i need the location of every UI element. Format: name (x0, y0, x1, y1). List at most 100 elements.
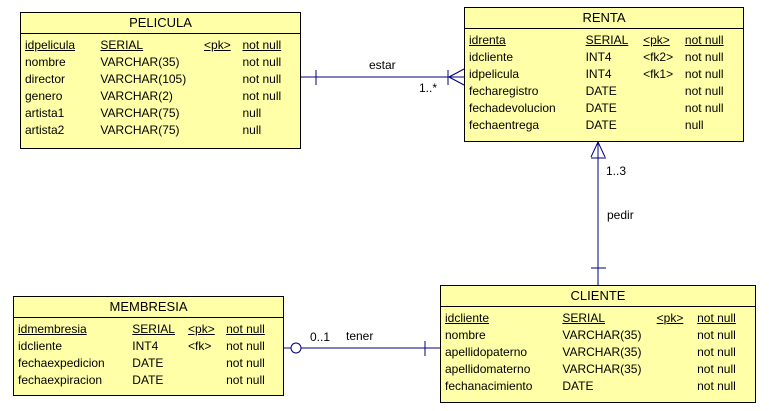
column-type: SERIAL (562, 311, 606, 325)
column-type: DATE (585, 101, 617, 115)
column-name: idcliente (445, 311, 490, 325)
column-row: artista2 VARCHAR(75) null (25, 122, 300, 139)
column-type: INT4 (585, 50, 612, 64)
column-key (643, 83, 685, 100)
column-nullability: not null (697, 311, 736, 325)
column-type: DATE (585, 84, 617, 98)
column-type: VARCHAR(35) (562, 345, 642, 359)
column-nullability: not null (684, 50, 724, 64)
entity-title: MEMBRESIA (14, 297, 283, 318)
column-row: idmembresia SERIAL <pk> not null (18, 321, 283, 338)
relationship-label-tener: tener (346, 329, 374, 343)
column-key (657, 361, 697, 378)
column-type: VARCHAR(35) (562, 328, 642, 342)
column-name: fechaexpiracion (18, 373, 103, 387)
column-type: VARCHAR(35) (562, 362, 642, 376)
column-name: apellidomaterno (445, 362, 531, 376)
column-type: SERIAL (132, 322, 175, 336)
entity-title: PELICULA (21, 13, 300, 34)
column-key (657, 344, 697, 361)
column-key (204, 88, 242, 105)
column-name: artista1 (25, 106, 65, 120)
column-name: fecharegistro (469, 84, 539, 98)
column-type: VARCHAR(2) (100, 89, 173, 103)
column-nullability: not null (242, 55, 282, 69)
column-row: idcliente INT4 <fk2> not null (469, 49, 743, 66)
column-type: VARCHAR(75) (100, 123, 180, 137)
cardinality-tener: 0..1 (310, 330, 331, 344)
column-key (204, 71, 242, 88)
column-type: DATE (585, 118, 617, 132)
cardinality-pedir: 1..3 (606, 164, 627, 178)
column-key (643, 117, 685, 134)
column-name: nombre (445, 328, 486, 342)
column-nullability: not null (242, 72, 282, 86)
column-nullability: not null (684, 101, 724, 115)
column-name: idmembresia (18, 322, 87, 336)
entity-title: CLIENTE (441, 286, 755, 307)
column-name: idcliente (469, 50, 514, 64)
column-name: fechaentrega (469, 118, 540, 132)
column-name: genero (25, 89, 63, 103)
column-key: <fk2> (643, 50, 674, 64)
column-key (188, 372, 226, 389)
column-nullability: not null (226, 322, 265, 336)
column-nullability: not null (226, 339, 265, 353)
column-key: <fk1> (643, 67, 674, 81)
column-nullability: null (242, 123, 262, 137)
column-nullability: not null (697, 379, 736, 393)
column-key: <pk> (204, 38, 231, 52)
column-name: idrenta (469, 33, 506, 47)
column-name: artista2 (25, 123, 65, 137)
column-type: VARCHAR(35) (100, 55, 180, 69)
column-type: DATE (132, 373, 164, 387)
column-type: SERIAL (100, 38, 144, 52)
column-key: <pk> (188, 322, 215, 336)
column-key (188, 355, 226, 372)
column-type: INT4 (132, 339, 159, 353)
column-nullability: null (684, 118, 704, 132)
column-nullability: not null (226, 356, 265, 370)
column-key (657, 327, 697, 344)
column-nullability: not null (684, 33, 724, 47)
relationship-label-estar: estar (369, 58, 396, 72)
column-name: fechanacimiento (445, 379, 533, 393)
column-name: idpelicula (469, 67, 520, 81)
entity-title: RENTA (465, 8, 743, 29)
column-name: apellidopaterno (445, 345, 528, 359)
column-nullability: not null (697, 362, 736, 376)
column-row: fechaentrega DATE null (469, 117, 743, 134)
column-key (204, 105, 242, 122)
column-type: DATE (562, 379, 594, 393)
column-key (643, 100, 685, 117)
column-name: nombre (25, 55, 66, 69)
column-row: apellidomaterno VARCHAR(35) not null (445, 361, 755, 378)
column-type: VARCHAR(75) (100, 106, 180, 120)
column-nullability: not null (684, 67, 724, 81)
column-nullability: not null (242, 38, 282, 52)
relationship-label-pedir: pedir (607, 208, 634, 222)
